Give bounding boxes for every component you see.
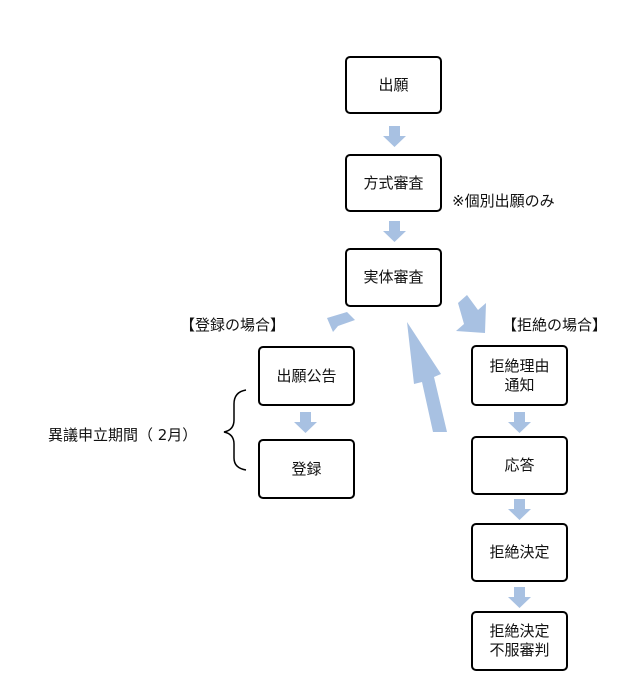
arrow-to-refusal-case (456, 295, 486, 333)
node-appeal: 拒絶決定 不服審判 (471, 611, 568, 671)
node-appeal-label: 拒絶決定 不服審判 (489, 622, 550, 659)
arrow-publication-to-registration (294, 412, 317, 433)
node-publication-label: 出願公告 (276, 366, 337, 385)
node-response: 応答 (471, 436, 568, 495)
node-publication: 出願公告 (258, 346, 355, 406)
label-refusal-case: 【拒絶の場合】 (502, 316, 608, 334)
node-registration-label: 登録 (291, 459, 322, 478)
node-refusal-notice: 拒絶理由 通知 (471, 345, 568, 406)
node-filing: 出願 (345, 56, 442, 114)
node-response-label: 応答 (504, 456, 535, 475)
node-refusal-notice-label: 拒絶理由 通知 (489, 356, 550, 394)
node-refusal-decision-label: 拒絶決定 (489, 543, 550, 562)
node-registration: 登録 (258, 439, 355, 499)
node-refusal-decision: 拒絶決定 (471, 523, 568, 582)
arrow-response-to-decision (508, 499, 531, 520)
node-filing-label: 出願 (378, 75, 409, 94)
label-registration-case: 【登録の場合】 (180, 316, 286, 334)
note-individual-only: ※個別出願のみ (452, 192, 555, 210)
node-formality-exam-label: 方式審査 (363, 173, 424, 192)
opposition-brace (223, 389, 247, 471)
arrow-to-registration-case (327, 312, 355, 332)
arrow-notice-to-response (508, 412, 531, 433)
arrow-decision-to-appeal (508, 587, 531, 608)
label-opposition-period: 異議申立期間（ 2月） (48, 426, 198, 444)
arrow-formality-to-substantive (383, 221, 406, 242)
arrow-filing-to-formality (383, 126, 406, 147)
node-substantive-exam: 実体審査 (345, 248, 442, 307)
node-formality-exam: 方式審査 (345, 154, 442, 212)
arrow-response-to-substantive (407, 322, 447, 432)
node-substantive-exam-label: 実体審査 (363, 268, 424, 287)
